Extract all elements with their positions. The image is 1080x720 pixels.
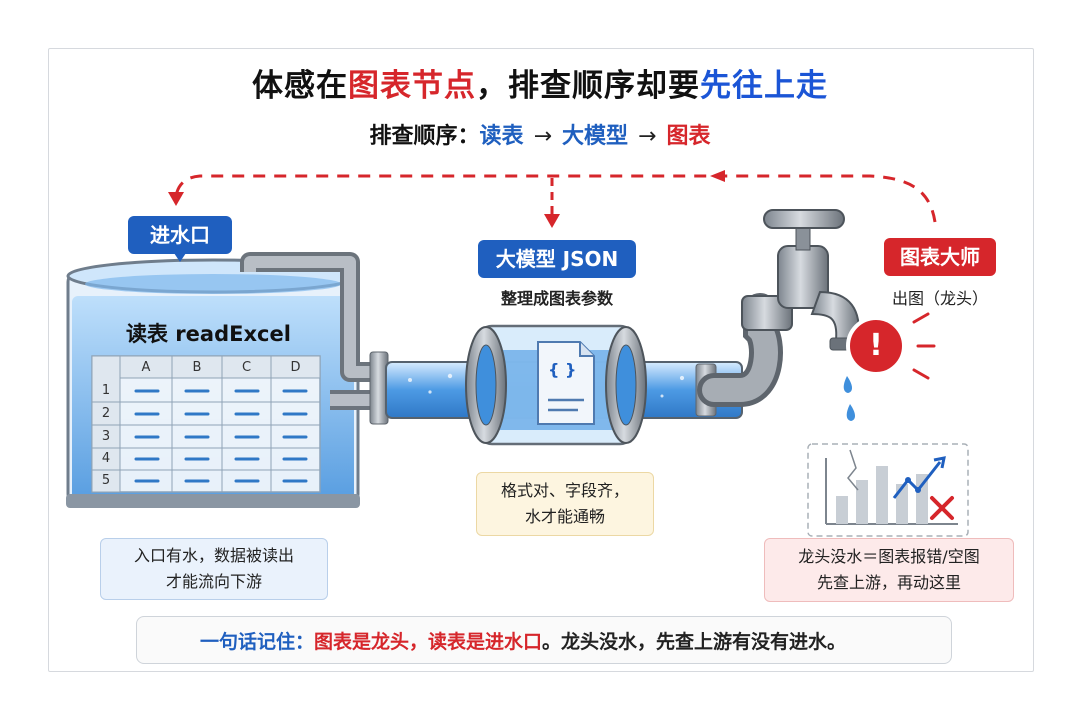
column-header-a: A [141, 360, 151, 375]
spreadsheet-icon [91, 355, 321, 493]
summary-lead: 一句话记住： [200, 631, 315, 653]
outlet-note-line-2: 先查上游，再动这里 [816, 573, 961, 592]
title-part-3: ，排查顺序却要 [476, 68, 700, 104]
llm-json-subtitle: 整理成图表参数 [500, 289, 613, 308]
page-title: 体感在图表节点，排查顺序却要先往上走 [0, 60, 1080, 105]
row-header-2: 2 [101, 406, 111, 421]
column-header-b: B [192, 360, 202, 375]
inlet-note: 入口有水，数据被读出 才能流向下游 [100, 538, 328, 600]
order-step-chart: 图表 [666, 124, 711, 149]
chart-master-tag: 图表大师 [884, 238, 996, 276]
column-header-c: C [241, 360, 252, 375]
inlet-note-line-2: 才能流向下游 [165, 572, 262, 591]
row-header-3: 3 [101, 429, 111, 444]
summary-text: 一句话记住：图表是龙头，读表是进水口。龙头没水，先查上游有没有进水。 [200, 627, 846, 654]
troubleshoot-order: 排查顺序：读表 → 大模型 → 图表 [0, 118, 1080, 150]
feedback-arrow [168, 170, 937, 228]
row-header-1: 1 [101, 383, 111, 398]
order-label: 排查顺序： [369, 124, 480, 149]
row-header-4: 4 [101, 451, 111, 466]
water-drops [843, 376, 855, 421]
chart-master-subtitle: 出图（龙头） [891, 289, 988, 308]
title-highlight-go-upstream: 先往上走 [700, 68, 828, 104]
outlet-note: 龙头没水＝图表报错/空图 先查上游，再动这里 [764, 538, 1014, 602]
order-arrow-1: → [533, 124, 552, 149]
summary-highlight: 图表是龙头，读表是进水口 [314, 631, 543, 653]
order-step-read-table: 读表 [479, 124, 524, 149]
middle-note-line-1: 格式对、字段齐， [500, 481, 629, 500]
broken-chart-icon [807, 443, 969, 537]
json-braces-glyph: { } [548, 360, 577, 379]
summary-rest: 。龙头没水，先查上游有没有进水。 [542, 631, 847, 653]
middle-note-line-2: 水才能通畅 [524, 507, 605, 526]
title-part-1: 体感在 [252, 68, 348, 104]
tank-title: 读表 readExcel [126, 322, 291, 346]
outlet-note-line-1: 龙头没水＝图表报错/空图 [798, 547, 980, 566]
order-step-llm: 大模型 [562, 124, 629, 149]
middle-note: 格式对、字段齐， 水才能通畅 [476, 472, 654, 536]
alert-icon [846, 312, 936, 380]
row-header-5: 5 [101, 473, 111, 488]
faucet-supply-pipe [695, 293, 783, 417]
column-header-d: D [290, 360, 301, 375]
tank-outlet-pipe [240, 252, 389, 425]
json-document-icon [537, 341, 595, 425]
order-arrow-2: → [638, 124, 657, 149]
faucet-icon [741, 209, 863, 351]
inlet-note-line-1: 入口有水，数据被读出 [133, 546, 294, 565]
alert-exclamation: ! [869, 328, 883, 363]
title-highlight-chart-node: 图表节点 [348, 68, 476, 104]
summary-bar [136, 616, 952, 664]
llm-json-tag: 大模型 JSON [478, 240, 636, 278]
inlet-tag: 进水口 [128, 216, 232, 254]
